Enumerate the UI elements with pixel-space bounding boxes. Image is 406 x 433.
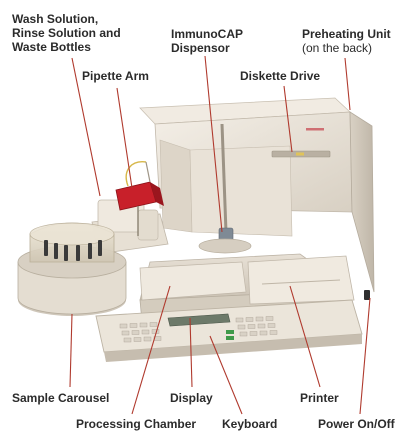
callout-wash — [71, 57, 101, 197]
label-wash-line1: Wash Solution, — [12, 12, 99, 26]
keyboard-deck — [95, 299, 363, 362]
label-wash-line3: Waste Bottles — [12, 40, 91, 54]
callout-printer — [289, 285, 321, 388]
label-wash-bottles: Wash Solution, Rinse Solution and Waste … — [12, 12, 121, 54]
label-preheating-line2: (on the back) — [302, 41, 373, 55]
power-switch — [364, 290, 370, 300]
callout-dispensor — [204, 55, 223, 233]
label-pipette-arm: Pipette Arm — [82, 69, 149, 83]
callout-lines — [69, 55, 371, 415]
label-diskette-drive: Diskette Drive — [240, 69, 321, 83]
label-wash-line2: Rinse Solution and — [12, 26, 121, 40]
label-dispensor-line1: ImmunoCAP — [171, 27, 243, 41]
label-printer: Printer — [300, 391, 339, 405]
callout-processing-chamber — [131, 285, 171, 415]
callout-sample-carousel — [69, 313, 73, 388]
callout-display — [189, 317, 193, 388]
pipette-arm — [115, 161, 164, 236]
label-dispensor-line2: Dispensor — [171, 41, 230, 55]
label-processing-chamber: Processing Chamber — [76, 417, 197, 431]
bottle-tray — [91, 199, 169, 255]
printer-block — [247, 255, 355, 305]
label-preheating-unit: Preheating Unit (on the back) — [302, 27, 391, 55]
callout-diskette — [283, 85, 293, 153]
callout-power — [359, 297, 371, 415]
label-display: Display — [170, 391, 213, 405]
label-immunocap-dispensor: ImmunoCAP Dispensor — [171, 27, 243, 55]
label-sample-carousel: Sample Carousel — [12, 391, 110, 405]
callout-pipette-arm — [116, 87, 133, 189]
label-keyboard: Keyboard — [222, 417, 278, 431]
callout-keyboard — [209, 335, 243, 415]
label-power-on-off: Power On/Off — [318, 417, 395, 431]
immunocap-dispensor — [198, 123, 252, 254]
callout-preheating — [344, 57, 351, 111]
sample-carousel — [17, 222, 127, 316]
label-preheating-line1: Preheating Unit — [302, 27, 391, 41]
